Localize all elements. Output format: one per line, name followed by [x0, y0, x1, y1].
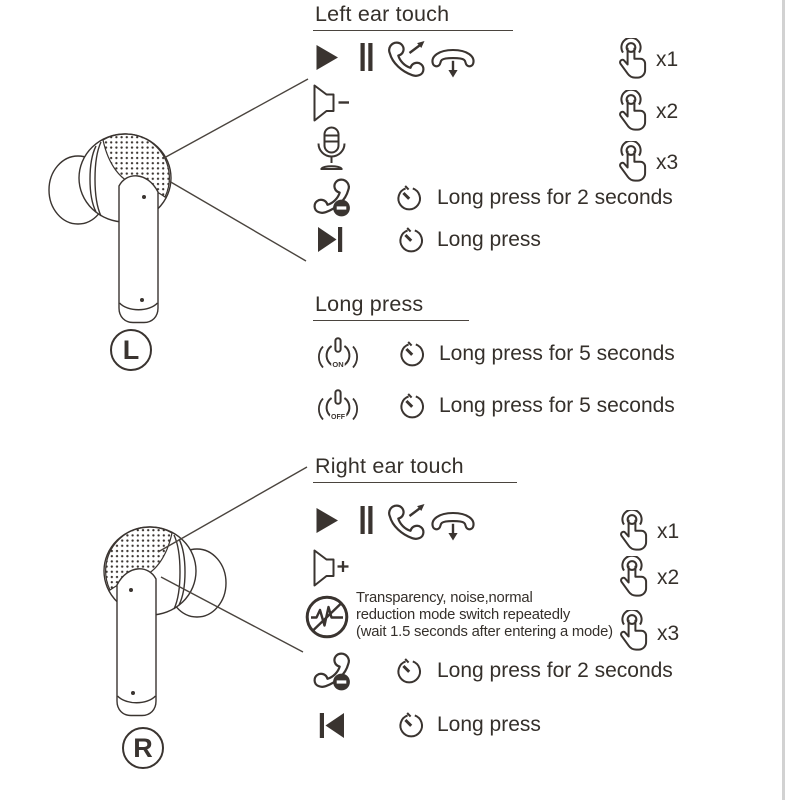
- tap-count-label: x1: [656, 48, 679, 71]
- hold-action-label: Long press for 5 seconds: [439, 394, 675, 417]
- anc-note-line: (wait 1.5 seconds after entering a mode): [356, 624, 613, 641]
- hang-up-call-icon: [430, 510, 476, 541]
- previous-track-icon: [318, 712, 345, 739]
- tap-count-label: x1: [657, 520, 680, 543]
- tap-icon: [616, 510, 649, 554]
- timer-icon: [397, 227, 425, 255]
- left-earbud-badge: L: [110, 329, 152, 371]
- play-icon: [315, 44, 339, 71]
- voice-assistant-mic-icon: [315, 126, 348, 174]
- pause-icon: [360, 43, 373, 71]
- tap-count-label: x2: [657, 566, 680, 589]
- hold-action-label: Long press for 5 seconds: [439, 342, 675, 365]
- anc-note-line: reduction mode switch repeatedly: [356, 607, 571, 624]
- left-earbud-letter: L: [122, 334, 140, 365]
- pause-icon: [360, 506, 373, 534]
- tap-icon: [615, 90, 648, 134]
- tap-icon: [616, 556, 649, 600]
- tap-icon: [615, 141, 648, 185]
- volume-down-icon: [313, 84, 353, 122]
- callout-lines: [157, 78, 309, 653]
- hold-action-label: Long press for 2 seconds: [437, 659, 673, 682]
- hang-up-call-icon: [430, 47, 476, 78]
- hold-action-label: Long press: [437, 228, 541, 251]
- tap-icon: [616, 610, 649, 654]
- hold-action-label: Long press for 2 seconds: [437, 186, 673, 209]
- answer-call-icon: [386, 40, 428, 77]
- power-off-icon: OFF: [316, 389, 360, 423]
- long-press-heading: Long press: [313, 292, 469, 321]
- tap-count-label: x3: [656, 151, 679, 174]
- timer-icon: [398, 393, 426, 421]
- power-off-label: OFF: [331, 414, 346, 421]
- tap-icon: [615, 38, 648, 82]
- next-track-icon: [317, 226, 344, 253]
- answer-call-icon: [386, 503, 428, 540]
- volume-up-icon: [313, 549, 353, 587]
- tap-count-label: x2: [656, 100, 679, 123]
- right-edge-line: [782, 0, 785, 800]
- play-icon: [315, 507, 339, 534]
- timer-icon: [397, 712, 425, 740]
- left-earbud-illustration: [48, 133, 172, 324]
- power-on-icon: ON: [316, 337, 360, 371]
- anc-mode-icon: [304, 594, 350, 640]
- left-ear-touch-heading: Left ear touch: [313, 2, 513, 31]
- timer-icon: [395, 658, 423, 686]
- right-earbud-illustration: [103, 526, 227, 717]
- anc-note-line: Transparency, noise,normal: [356, 590, 533, 606]
- timer-icon: [395, 185, 423, 213]
- reject-call-icon: [310, 177, 354, 219]
- right-earbud-badge: R: [122, 727, 164, 769]
- timer-icon: [398, 341, 426, 369]
- right-earbud-letter: R: [133, 732, 153, 763]
- right-ear-touch-heading: Right ear touch: [313, 454, 517, 483]
- anc-mode-note: Transparency, noise,normal reduction mod…: [356, 590, 613, 642]
- tap-count-label: x3: [657, 622, 680, 645]
- reject-call-icon: [310, 651, 354, 693]
- hold-action-label: Long press: [437, 713, 541, 736]
- power-on-label: ON: [332, 360, 343, 369]
